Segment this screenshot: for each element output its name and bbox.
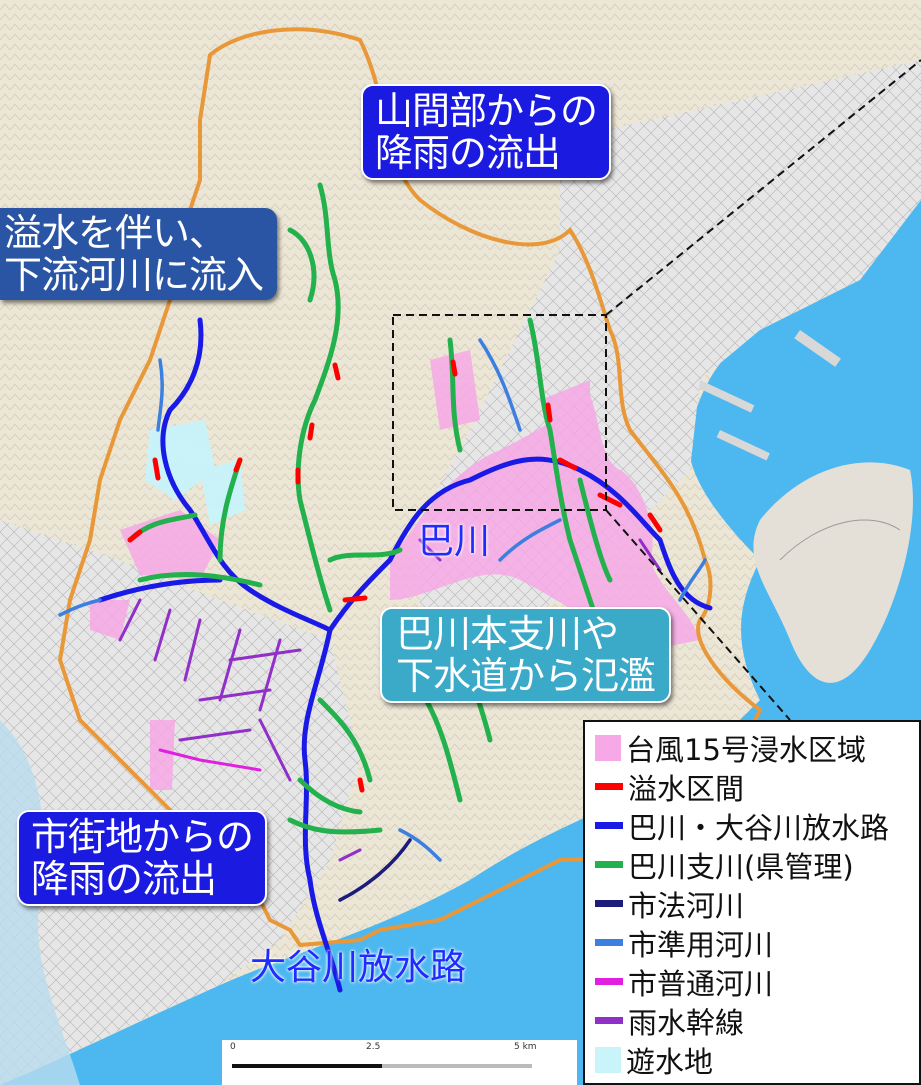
legend: 台風15号浸水区域溢水区間巴川・大谷川放水路巴川支川(県管理) 市法河川市準用河川… xyxy=(583,720,921,1085)
legend-label: 台風15号浸水区域 xyxy=(626,732,866,767)
legend-item: 巴川・大谷川放水路 xyxy=(595,806,919,845)
callout-tomoe-flooding: 巴川本支川や 下水道から氾濫 xyxy=(380,607,672,703)
legend-label: 雨水幹線 xyxy=(628,1005,745,1040)
legend-swatch xyxy=(595,734,621,761)
legend-label: 遊水地 xyxy=(626,1044,714,1079)
legend-swatch xyxy=(595,783,623,790)
legend-item: 溢水区間 xyxy=(595,767,919,806)
legend-item: 市法河川 xyxy=(595,884,919,923)
detail-frame xyxy=(392,314,607,511)
inundation-areas xyxy=(90,350,700,790)
legend-swatch xyxy=(595,1046,621,1073)
miho-peninsula xyxy=(753,462,913,683)
callout-overflow-downstream: 溢水を伴い、 下流河川に流入 xyxy=(0,208,278,300)
legend-label: 巴川・大谷川放水路 xyxy=(628,810,890,845)
legend-swatch xyxy=(595,900,623,907)
callout-mountain-runoff: 山間部からの 降雨の流出 xyxy=(361,84,612,180)
legend-label: 巴川支川(県管理) xyxy=(628,849,854,884)
scale-tick-mid: 2.5 xyxy=(366,1042,381,1052)
city-law-rivers xyxy=(338,838,412,902)
legend-label: 市普通河川 xyxy=(628,966,774,1001)
scale-tick-end: 5 km xyxy=(514,1042,537,1052)
storm-drain-trunks xyxy=(118,538,662,862)
scale-tick-0: 0 xyxy=(230,1042,236,1052)
legend-label: 市準用河川 xyxy=(628,927,774,962)
tributaries xyxy=(127,182,613,835)
legend-swatch xyxy=(595,1017,623,1024)
legend-swatch xyxy=(595,978,623,985)
main-rivers xyxy=(97,317,713,993)
legend-item: 市普通河川 xyxy=(595,962,919,1001)
legend-label: 市法河川 xyxy=(628,888,745,923)
overflow-segments xyxy=(152,457,663,603)
legend-item: 雨水幹線 xyxy=(595,1001,919,1040)
legend-item: 台風15号浸水区域 xyxy=(595,728,919,767)
legend-label: 溢水区間 xyxy=(628,771,745,806)
legend-swatch xyxy=(595,822,623,829)
scale-bar: 0 2.5 5 km xyxy=(222,1040,577,1085)
ooya-diversion-label: 大谷川放水路 xyxy=(250,947,467,988)
legend-swatch xyxy=(595,861,623,868)
legend-swatch xyxy=(595,939,623,946)
abe-river xyxy=(0,720,80,1085)
city-semi-rivers xyxy=(58,338,707,862)
tomoe-river-label: 巴川 xyxy=(418,521,491,562)
legend-item: 市準用河川 xyxy=(595,923,919,962)
callout-urban-runoff: 市街地からの 降雨の流出 xyxy=(17,810,268,906)
legend-item: 遊水地 xyxy=(595,1040,919,1079)
scale-line xyxy=(232,1064,532,1068)
legend-item: 巴川支川(県管理) xyxy=(595,845,919,884)
